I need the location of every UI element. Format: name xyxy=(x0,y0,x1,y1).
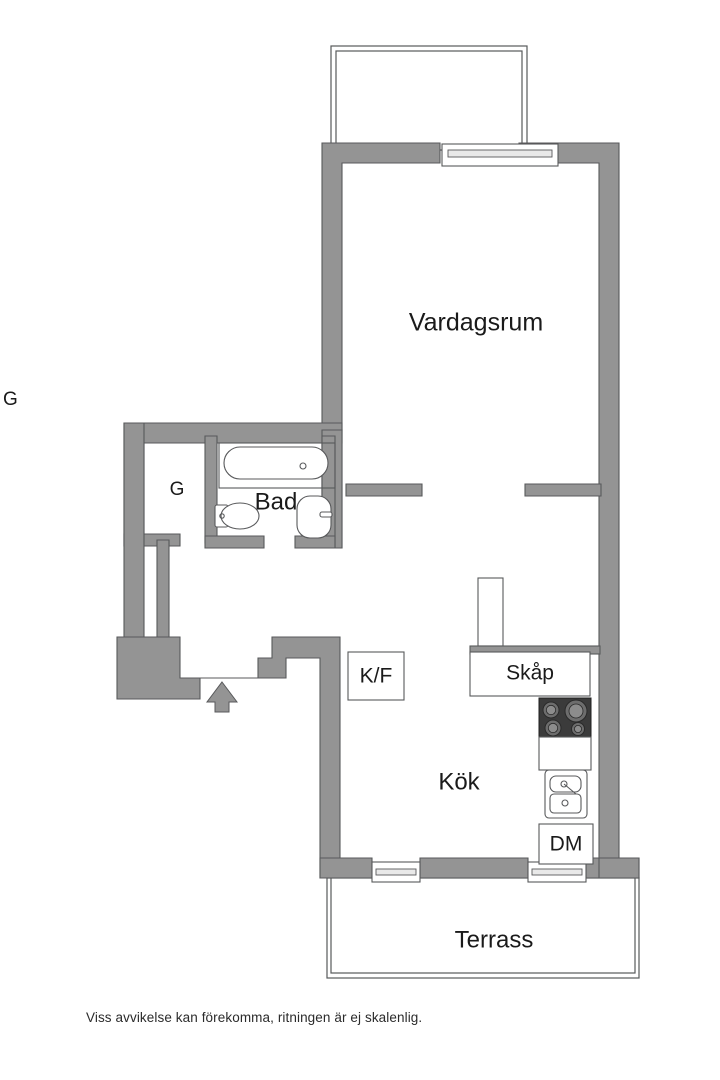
disclaimer-caption: Viss avvikelse kan förekomma, ritningen … xyxy=(86,1010,423,1025)
counter-edge-vertical xyxy=(538,736,592,771)
exterior-walls xyxy=(116,142,640,879)
terrace-door xyxy=(527,861,587,883)
kitchen-column xyxy=(477,577,504,647)
exterior-label-garderob: G xyxy=(3,389,18,410)
fixture-label-diskmaskin: DM xyxy=(550,833,583,856)
room-label-vardagsrum: Vardagsrum xyxy=(409,309,543,337)
skap-cabinet xyxy=(469,651,591,697)
stove-icon xyxy=(538,697,592,738)
dm-dishwasher-box xyxy=(538,823,594,865)
room-label-garderob-hall: G xyxy=(170,479,185,500)
toilet-icon xyxy=(214,502,260,530)
washbasin-icon xyxy=(296,495,333,539)
kf-fridge-box xyxy=(347,651,405,701)
balcony-outline xyxy=(330,45,528,151)
kitchen-window-left xyxy=(371,861,421,883)
kitchen-sink-icon xyxy=(544,769,588,819)
room-label-bad: Bad xyxy=(255,488,298,515)
room-label-kok: Kök xyxy=(438,768,480,795)
room-label-terrass: Terrass xyxy=(455,926,534,953)
bathtub-icon xyxy=(218,442,336,489)
entrance-arrow-icon xyxy=(206,681,238,713)
fixture-label-skap: Skåp xyxy=(506,662,554,685)
fixture-label-kyl-frys: K/F xyxy=(360,665,393,688)
balcony-sliding-door xyxy=(441,143,559,167)
